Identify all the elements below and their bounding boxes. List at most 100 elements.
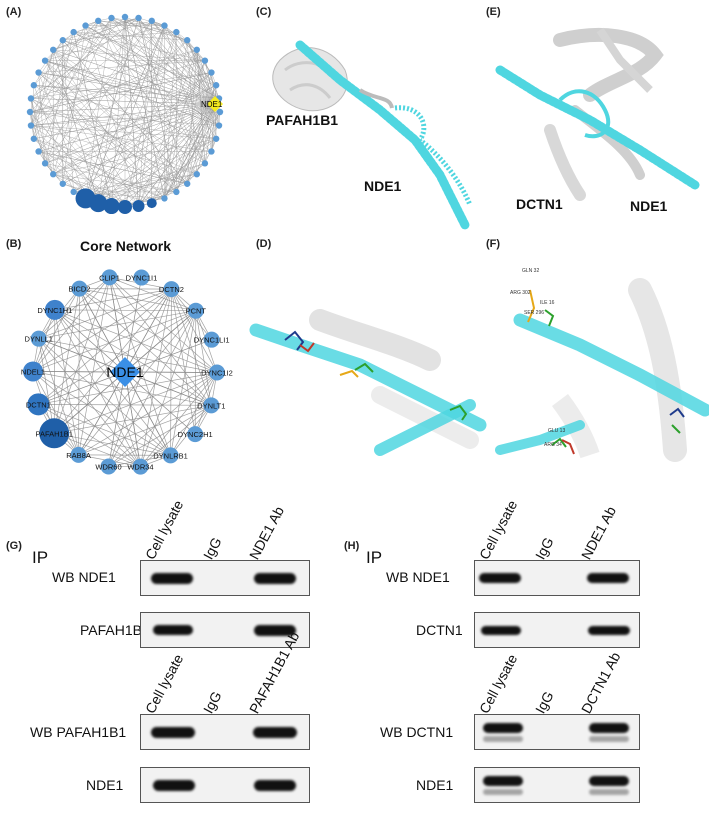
network-a-edge — [138, 25, 165, 207]
network-a-edge — [33, 138, 188, 185]
network-a-edge — [53, 72, 212, 175]
network-b-edge — [124, 339, 212, 373]
network-a-edge — [38, 103, 216, 152]
network-a-edge — [98, 20, 177, 33]
network-a-node — [201, 160, 209, 167]
network-a-edge — [38, 60, 205, 73]
network-a-node — [118, 200, 132, 214]
network-a-node — [59, 37, 66, 44]
network-a-edge — [29, 111, 112, 207]
network-a-edge — [164, 163, 206, 199]
network-a-edge — [30, 72, 212, 99]
network-a-edge — [85, 25, 165, 199]
network-b-edge — [32, 371, 218, 373]
network-a-edge — [111, 17, 206, 164]
network-a-edge — [204, 60, 220, 99]
network-a-edge — [30, 98, 197, 175]
network-b-edge — [78, 288, 172, 456]
network-b-edge — [124, 288, 172, 373]
network-a-edge — [29, 72, 212, 113]
network-a-edge — [44, 60, 165, 199]
g-blot-1 — [140, 560, 310, 596]
network-a-edge — [214, 98, 220, 105]
network-a-edge — [62, 183, 126, 208]
network-a-edge — [85, 103, 216, 199]
residue-label: SER 296 — [524, 310, 545, 316]
network-a-graph: NDE1 — [26, 13, 224, 215]
g-top-col-2: IgG — [199, 534, 225, 562]
residue-label: GLU 13 — [548, 428, 566, 434]
network-a-edge — [85, 25, 216, 105]
network-a-edge — [124, 25, 165, 208]
network-a-edge — [62, 40, 188, 184]
network-a-edge — [164, 25, 206, 164]
network-a-edge — [151, 125, 220, 204]
network-b-edge — [32, 310, 196, 372]
network-b-node-label: DCTN1 — [26, 400, 51, 409]
network-b-node-label: DYNLT1 — [197, 401, 225, 410]
network-a-edge — [214, 103, 220, 126]
network-a-edge — [124, 32, 177, 208]
network-b-edge — [53, 310, 197, 434]
network-a-edge — [211, 103, 216, 152]
network-b-edge — [32, 338, 40, 372]
network-a-edge — [62, 40, 188, 184]
network-a-edge — [187, 151, 212, 184]
network-b-node — [23, 361, 44, 382]
network-a-edge — [29, 103, 216, 113]
network-a-edge — [176, 31, 188, 41]
network-a-edge — [33, 40, 63, 86]
panel-label-e: (E) — [486, 6, 501, 18]
network-a-edge — [53, 85, 217, 175]
network-a-edge — [29, 111, 46, 164]
network-a-edge — [73, 32, 112, 207]
network-a-edge — [33, 20, 99, 86]
network-b-node — [44, 299, 65, 320]
network-a-edge — [186, 40, 221, 113]
network-b-node — [39, 418, 70, 449]
network-a-edge — [33, 85, 188, 185]
network-b-edge — [38, 404, 171, 456]
network-a-edge — [111, 17, 217, 86]
network-a-edge — [33, 138, 126, 208]
network-a-edge — [38, 72, 177, 193]
network-a-edge — [196, 49, 206, 164]
network-a-edge — [62, 17, 139, 41]
network-a-edge — [186, 40, 216, 105]
network-a-node — [35, 148, 42, 155]
network-b-edge — [210, 372, 218, 406]
network-a-edge — [38, 151, 54, 175]
network-b-edge — [38, 338, 141, 467]
network-a-edge — [138, 202, 152, 207]
network-a-edge — [44, 163, 63, 184]
network-b-edge — [108, 405, 212, 467]
structure-c-protein2: NDE1 — [364, 178, 402, 194]
network-b-edge — [38, 310, 196, 340]
network-a-node — [193, 46, 200, 53]
network-a-edge — [45, 60, 221, 113]
network-b-edge — [38, 372, 218, 405]
network-b-node-label: WDR34 — [127, 463, 153, 472]
network-a-edge — [30, 20, 99, 99]
h-bottom-row-1: WB DCTN1 — [380, 724, 454, 740]
network-a-node — [70, 188, 77, 196]
network-a-edge — [98, 20, 165, 26]
network-a-edge — [30, 125, 112, 207]
network-a-edge — [29, 72, 212, 113]
network-b-edge — [195, 310, 212, 406]
network-a-edge — [62, 40, 188, 184]
network-a-edge — [62, 39, 216, 105]
network-a-edge — [33, 84, 216, 105]
network-a-edge — [62, 39, 217, 86]
network-b-node-label: DCTN2 — [159, 285, 184, 294]
network-a-node — [95, 17, 102, 25]
network-b-edge — [78, 277, 110, 455]
network-a-edge — [164, 32, 177, 199]
network-a-edge — [151, 174, 197, 204]
residue-label: GLN 32 — [522, 268, 540, 274]
network-a-node — [27, 95, 35, 102]
network-a-edge — [30, 98, 46, 164]
network-b-edge — [108, 289, 172, 467]
network-a-edge — [45, 60, 216, 105]
network-a-edge — [138, 49, 198, 207]
